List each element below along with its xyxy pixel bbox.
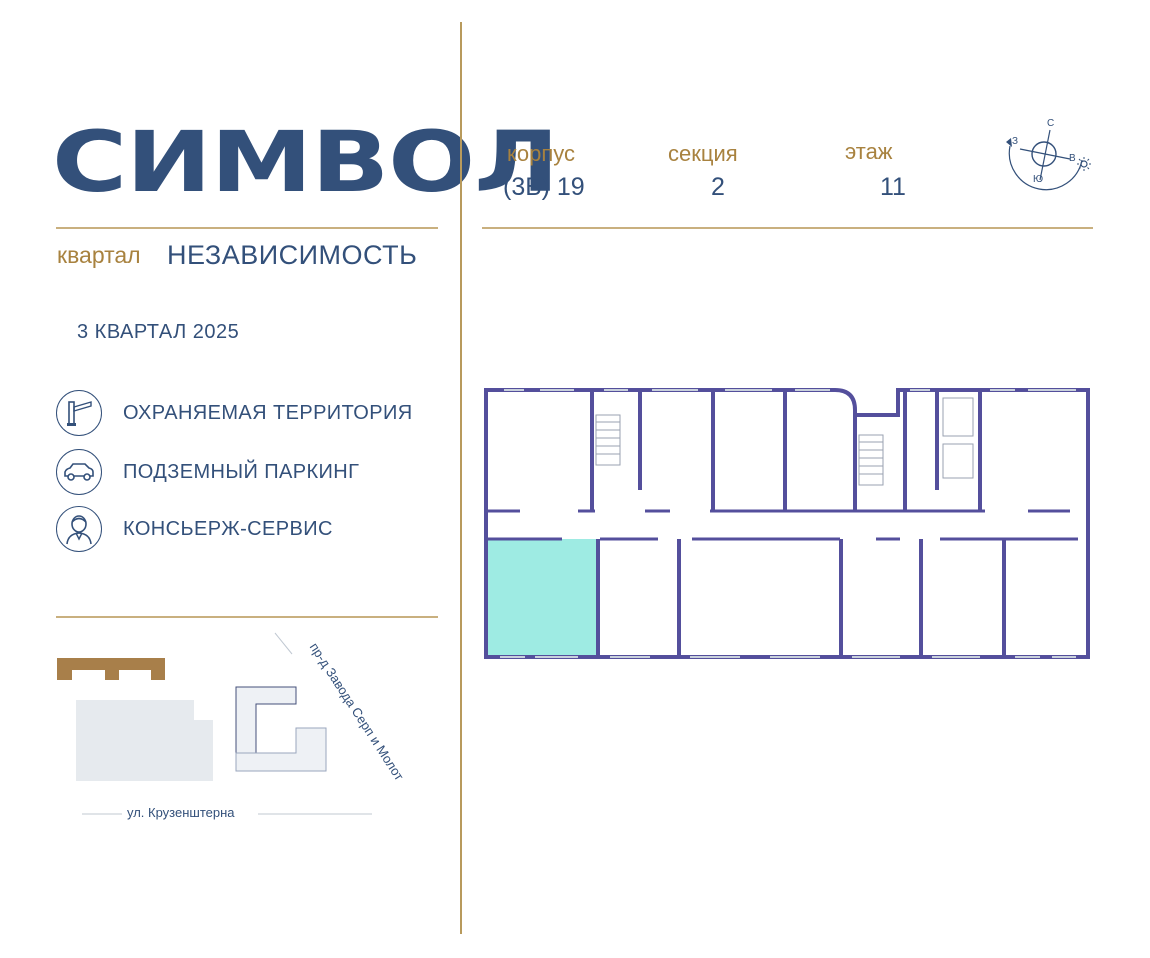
neighbor-building <box>57 658 165 680</box>
adjacent-block <box>76 700 213 781</box>
current-building-outline <box>235 686 327 772</box>
car-icon <box>56 449 102 495</box>
compass-south: Ю <box>1033 174 1044 185</box>
stairs <box>595 414 884 486</box>
quarter-label: квартал <box>57 242 141 268</box>
concierge-icon <box>56 506 102 552</box>
road-line <box>274 632 293 655</box>
street-label-bottom: ул. Крузенштерна <box>127 805 235 820</box>
quarter-name: НЕЗАВИСИМОСТЬ <box>167 240 418 270</box>
elevators <box>942 397 974 479</box>
floor-label: этаж <box>845 139 893 164</box>
column-divider <box>460 22 462 934</box>
floor-plan <box>484 388 1090 659</box>
korpus-value: (3Б) 19 <box>503 173 585 201</box>
feature-underground-parking: ПОДЗЕМНЫЙ ПАРКИНГ <box>56 449 359 495</box>
feature-label: ОХРАНЯЕМАЯ ТЕРРИТОРИЯ <box>123 401 413 424</box>
highlighted-apartment[interactable] <box>486 539 598 657</box>
section-label: секция <box>668 141 738 166</box>
brand-logo: СИМВОЛ <box>52 113 559 211</box>
barrier-icon <box>56 390 102 436</box>
compass-east: В <box>1069 153 1076 164</box>
compass-icon: С З В Ю <box>1000 118 1096 196</box>
korpus-label: корпус <box>507 141 576 166</box>
compass-north: С <box>1047 118 1055 129</box>
feature-label: ПОДЗЕМНЫЙ ПАРКИНГ <box>123 460 360 483</box>
divider-bottom-left <box>56 616 438 618</box>
compass-west: З <box>1012 136 1019 147</box>
site-map <box>57 632 372 815</box>
feature-concierge: КОНСЬЕРЖ-СЕРВИС <box>56 506 333 552</box>
completion-date: 3 КВАРТАЛ 2025 <box>77 321 240 343</box>
windows <box>500 389 1076 658</box>
section-value: 2 <box>711 173 725 201</box>
floor-value: 11 <box>880 173 906 201</box>
feature-secure-territory: ОХРАНЯЕМАЯ ТЕРРИТОРИЯ <box>56 390 413 436</box>
divider-header-right <box>482 227 1093 229</box>
floor-plan-walls <box>484 388 1090 659</box>
divider-top-left <box>56 227 438 229</box>
feature-label: КОНСЬЕРЖ-СЕРВИС <box>123 517 333 540</box>
